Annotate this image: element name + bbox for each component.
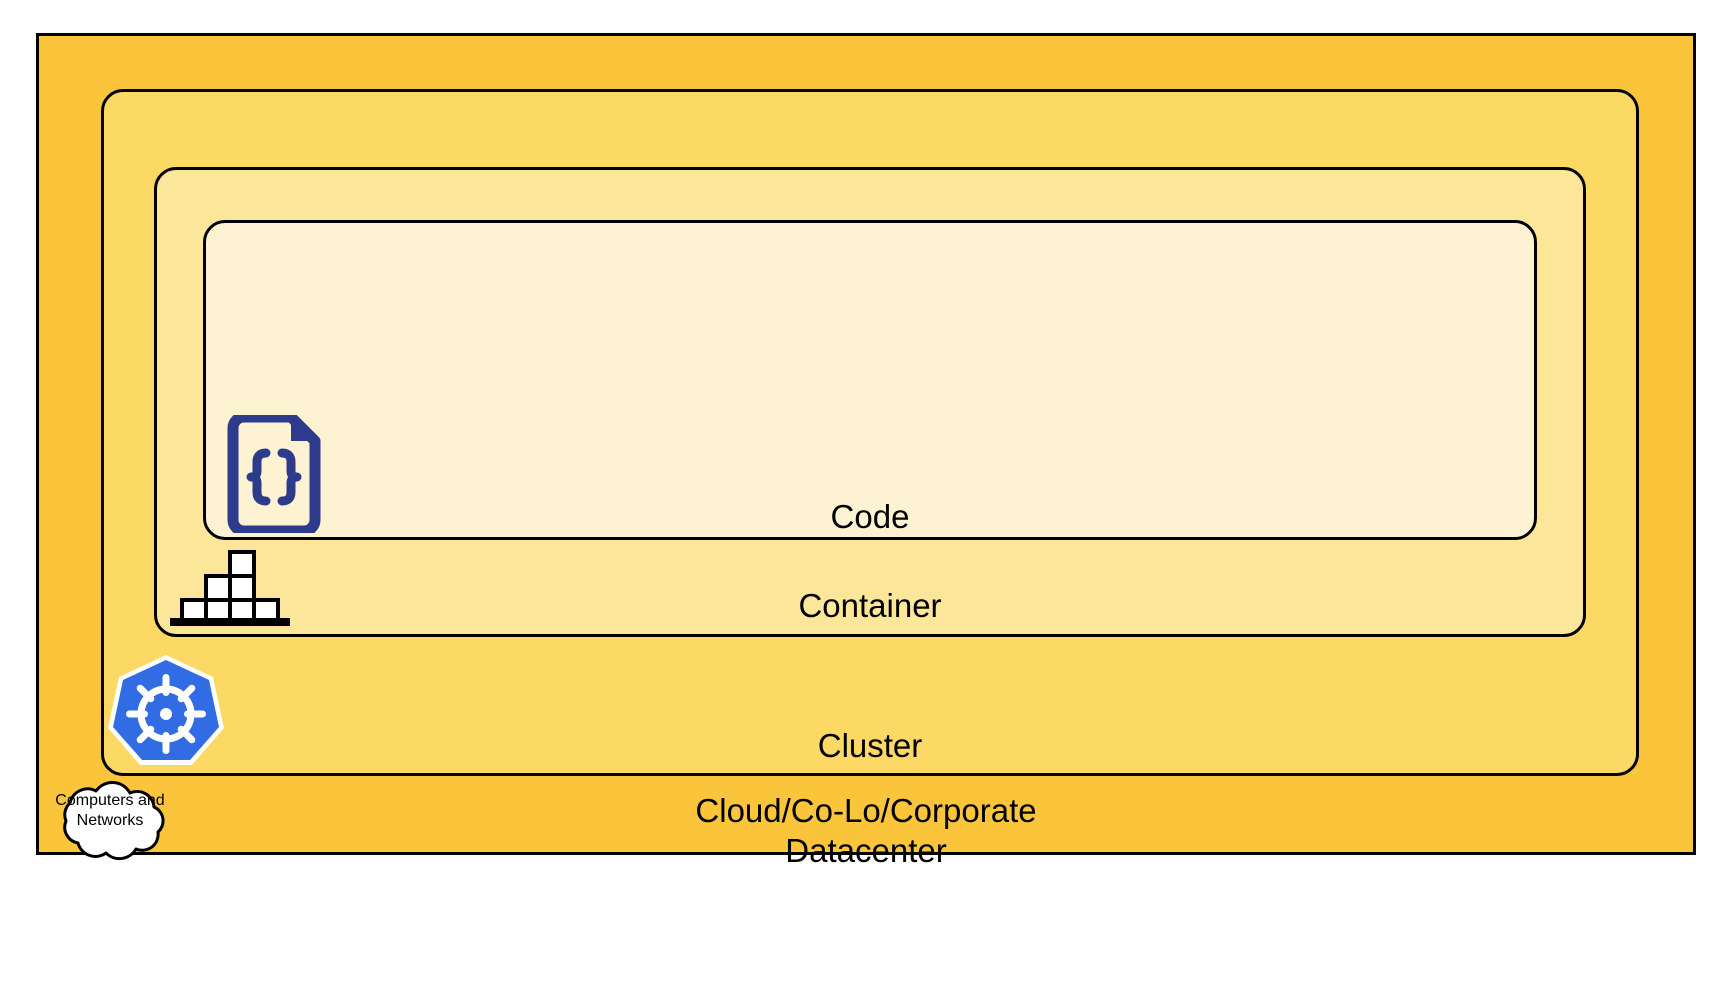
computers-and-networks-cloud[interactable] xyxy=(30,775,190,865)
layer-code[interactable] xyxy=(203,220,1537,540)
layer-label-container: Container xyxy=(798,587,942,624)
kubernetes-helm-icon xyxy=(108,652,224,768)
container-blocks-icon xyxy=(168,550,292,626)
layer-label-datacenter: Cloud/Co-Lo/Corporate Datacenter xyxy=(695,792,1037,869)
layer-label-code: Code xyxy=(830,498,910,535)
layer-label-cluster: Cluster xyxy=(817,727,923,764)
code-json-file-icon xyxy=(222,411,326,537)
